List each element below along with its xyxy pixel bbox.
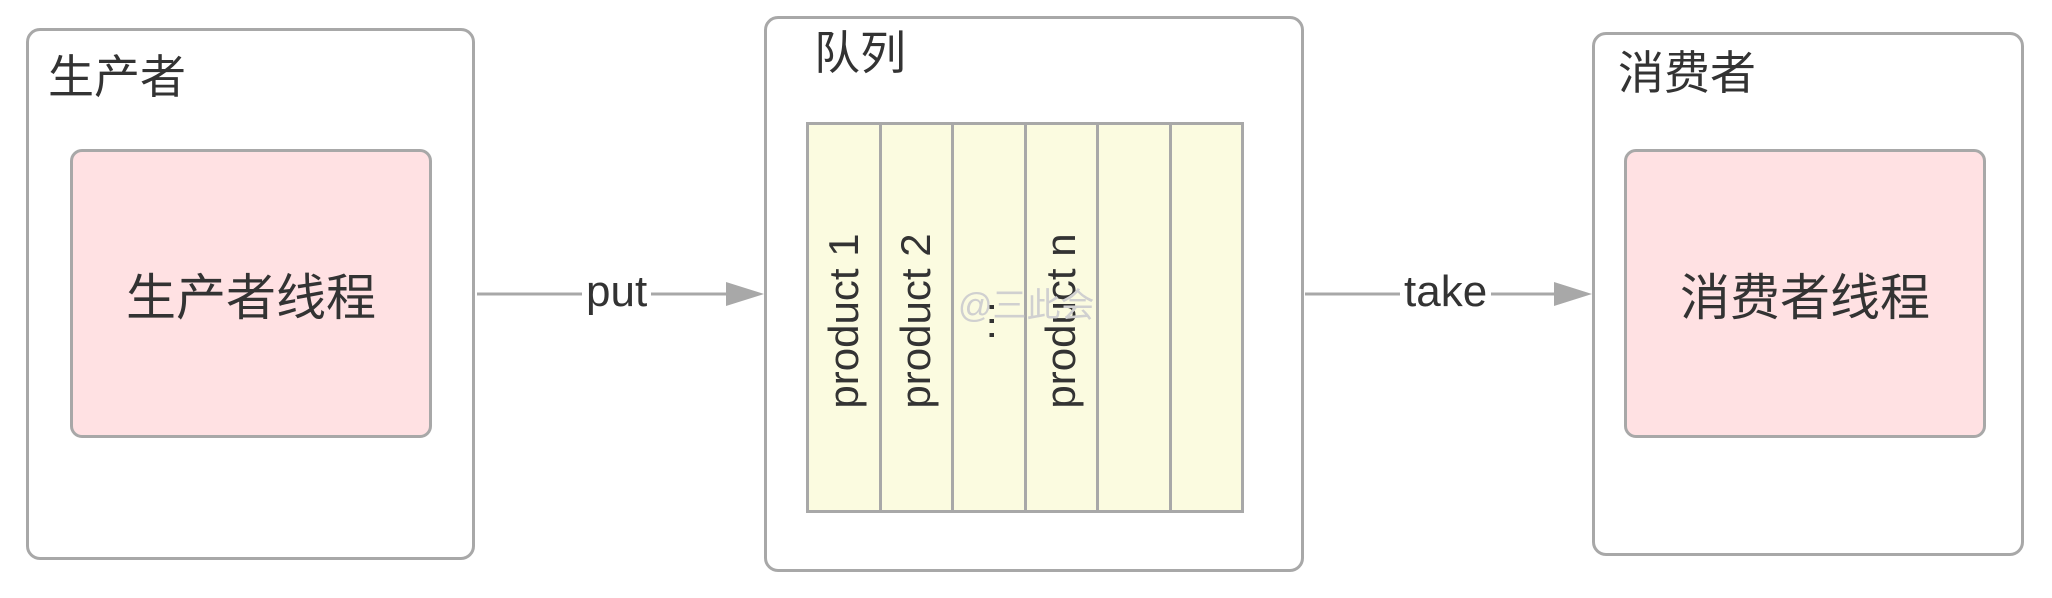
take-label: take [1400,270,1492,314]
queue-title: 队列 [814,27,906,79]
consumer-title: 消费者 [1618,47,1756,99]
producer-thread-box: 生产者线程 [70,149,432,438]
queue-cell: ··· [951,125,1024,510]
queue-cell: product 2 [878,125,952,510]
queue-slots: product 1 product 2 ··· product n [806,122,1244,513]
put-arrowhead-icon [726,282,764,306]
queue-cell: product n [1023,125,1097,510]
queue-cell [1096,125,1169,510]
producer-thread-label: 生产者线程 [126,269,376,326]
consumer-thread-box: 消费者线程 [1624,149,1986,438]
consumer-thread-label: 消费者线程 [1680,269,1930,326]
producer-title: 生产者 [48,51,186,103]
watermark: @三此会 [958,287,1095,325]
queue-cell [1168,125,1242,510]
put-label: put [582,270,652,314]
take-arrowhead-icon [1554,282,1592,306]
